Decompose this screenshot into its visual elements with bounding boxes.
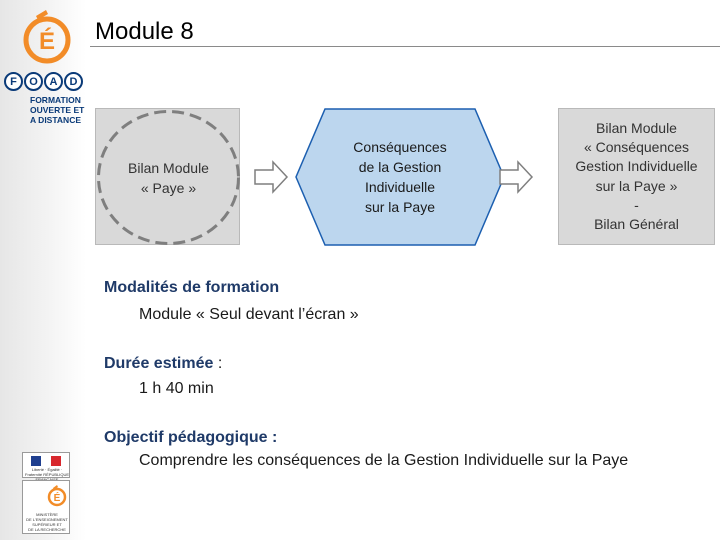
dashed-circle (97, 110, 240, 245)
flow-step-previous-label: Bilan Module « Paye » (128, 159, 209, 196)
foad-letter: F (4, 72, 23, 91)
logo-letter: É (39, 27, 55, 55)
duree-separator: : (213, 355, 223, 372)
education-logo-icon: É (23, 10, 71, 64)
foad-letter: D (64, 72, 83, 91)
ministry-logo: É MINISTÈRE DE L'ENSEIGNEMENT SUPÉRIEUR … (22, 480, 70, 534)
flow-step-next: Bilan Module « Conséquences Gestion Indi… (558, 108, 715, 245)
objectif-label: Objectif pédagogique : (104, 429, 278, 446)
ministry-logo-icon: É (47, 485, 67, 507)
flow-step-current-label: Conséquences de la Gestion Individuelle … (353, 139, 447, 215)
flow-step-next-label: Bilan Module « Conséquences Gestion Indi… (575, 119, 698, 232)
flow-step-previous: Bilan Module « Paye » (95, 108, 240, 245)
duree-value: 1 h 40 min (139, 380, 214, 397)
flow-step-current-shape (295, 108, 505, 246)
marianne-icon (31, 456, 61, 466)
objectif-heading: Objectif pédagogique : (104, 429, 277, 447)
modalites-heading: Modalités de formation (104, 279, 279, 297)
module-flow: Bilan Module « Paye » Conséquences de la… (95, 108, 715, 248)
sidebar: É F O A D FORMATION OUVERTE ET A DISTANC… (0, 0, 86, 540)
ministry-text: MINISTÈRE DE L'ENSEIGNEMENT SUPÉRIEUR ET… (26, 512, 68, 532)
foad-letter: A (44, 72, 63, 91)
page-title: Module 8 (95, 18, 194, 45)
right-arrow-icon (254, 160, 289, 194)
republic-text: Liberté · Égalité · Fraternité RÉPUBLIQU… (25, 467, 70, 482)
duree-label: Durée estimée (104, 355, 214, 372)
ministry-logo-letter: É (54, 491, 61, 504)
foad-letter: O (24, 72, 43, 91)
foad-logo: F O A D (4, 72, 84, 92)
right-arrow-icon (499, 160, 534, 194)
objectif-value: Comprendre les conséquences de la Gestio… (139, 452, 629, 469)
title-divider (90, 46, 720, 47)
modalites-value: Module « Seul devant l’écran » (139, 306, 359, 323)
duree-heading: Durée estimée : (104, 355, 222, 373)
modalites-label: Modalités de formation (104, 279, 280, 296)
republic-logo: Liberté · Égalité · Fraternité RÉPUBLIQU… (22, 452, 70, 482)
foad-subtitle: FORMATION OUVERTE ET A DISTANCE (30, 95, 85, 125)
